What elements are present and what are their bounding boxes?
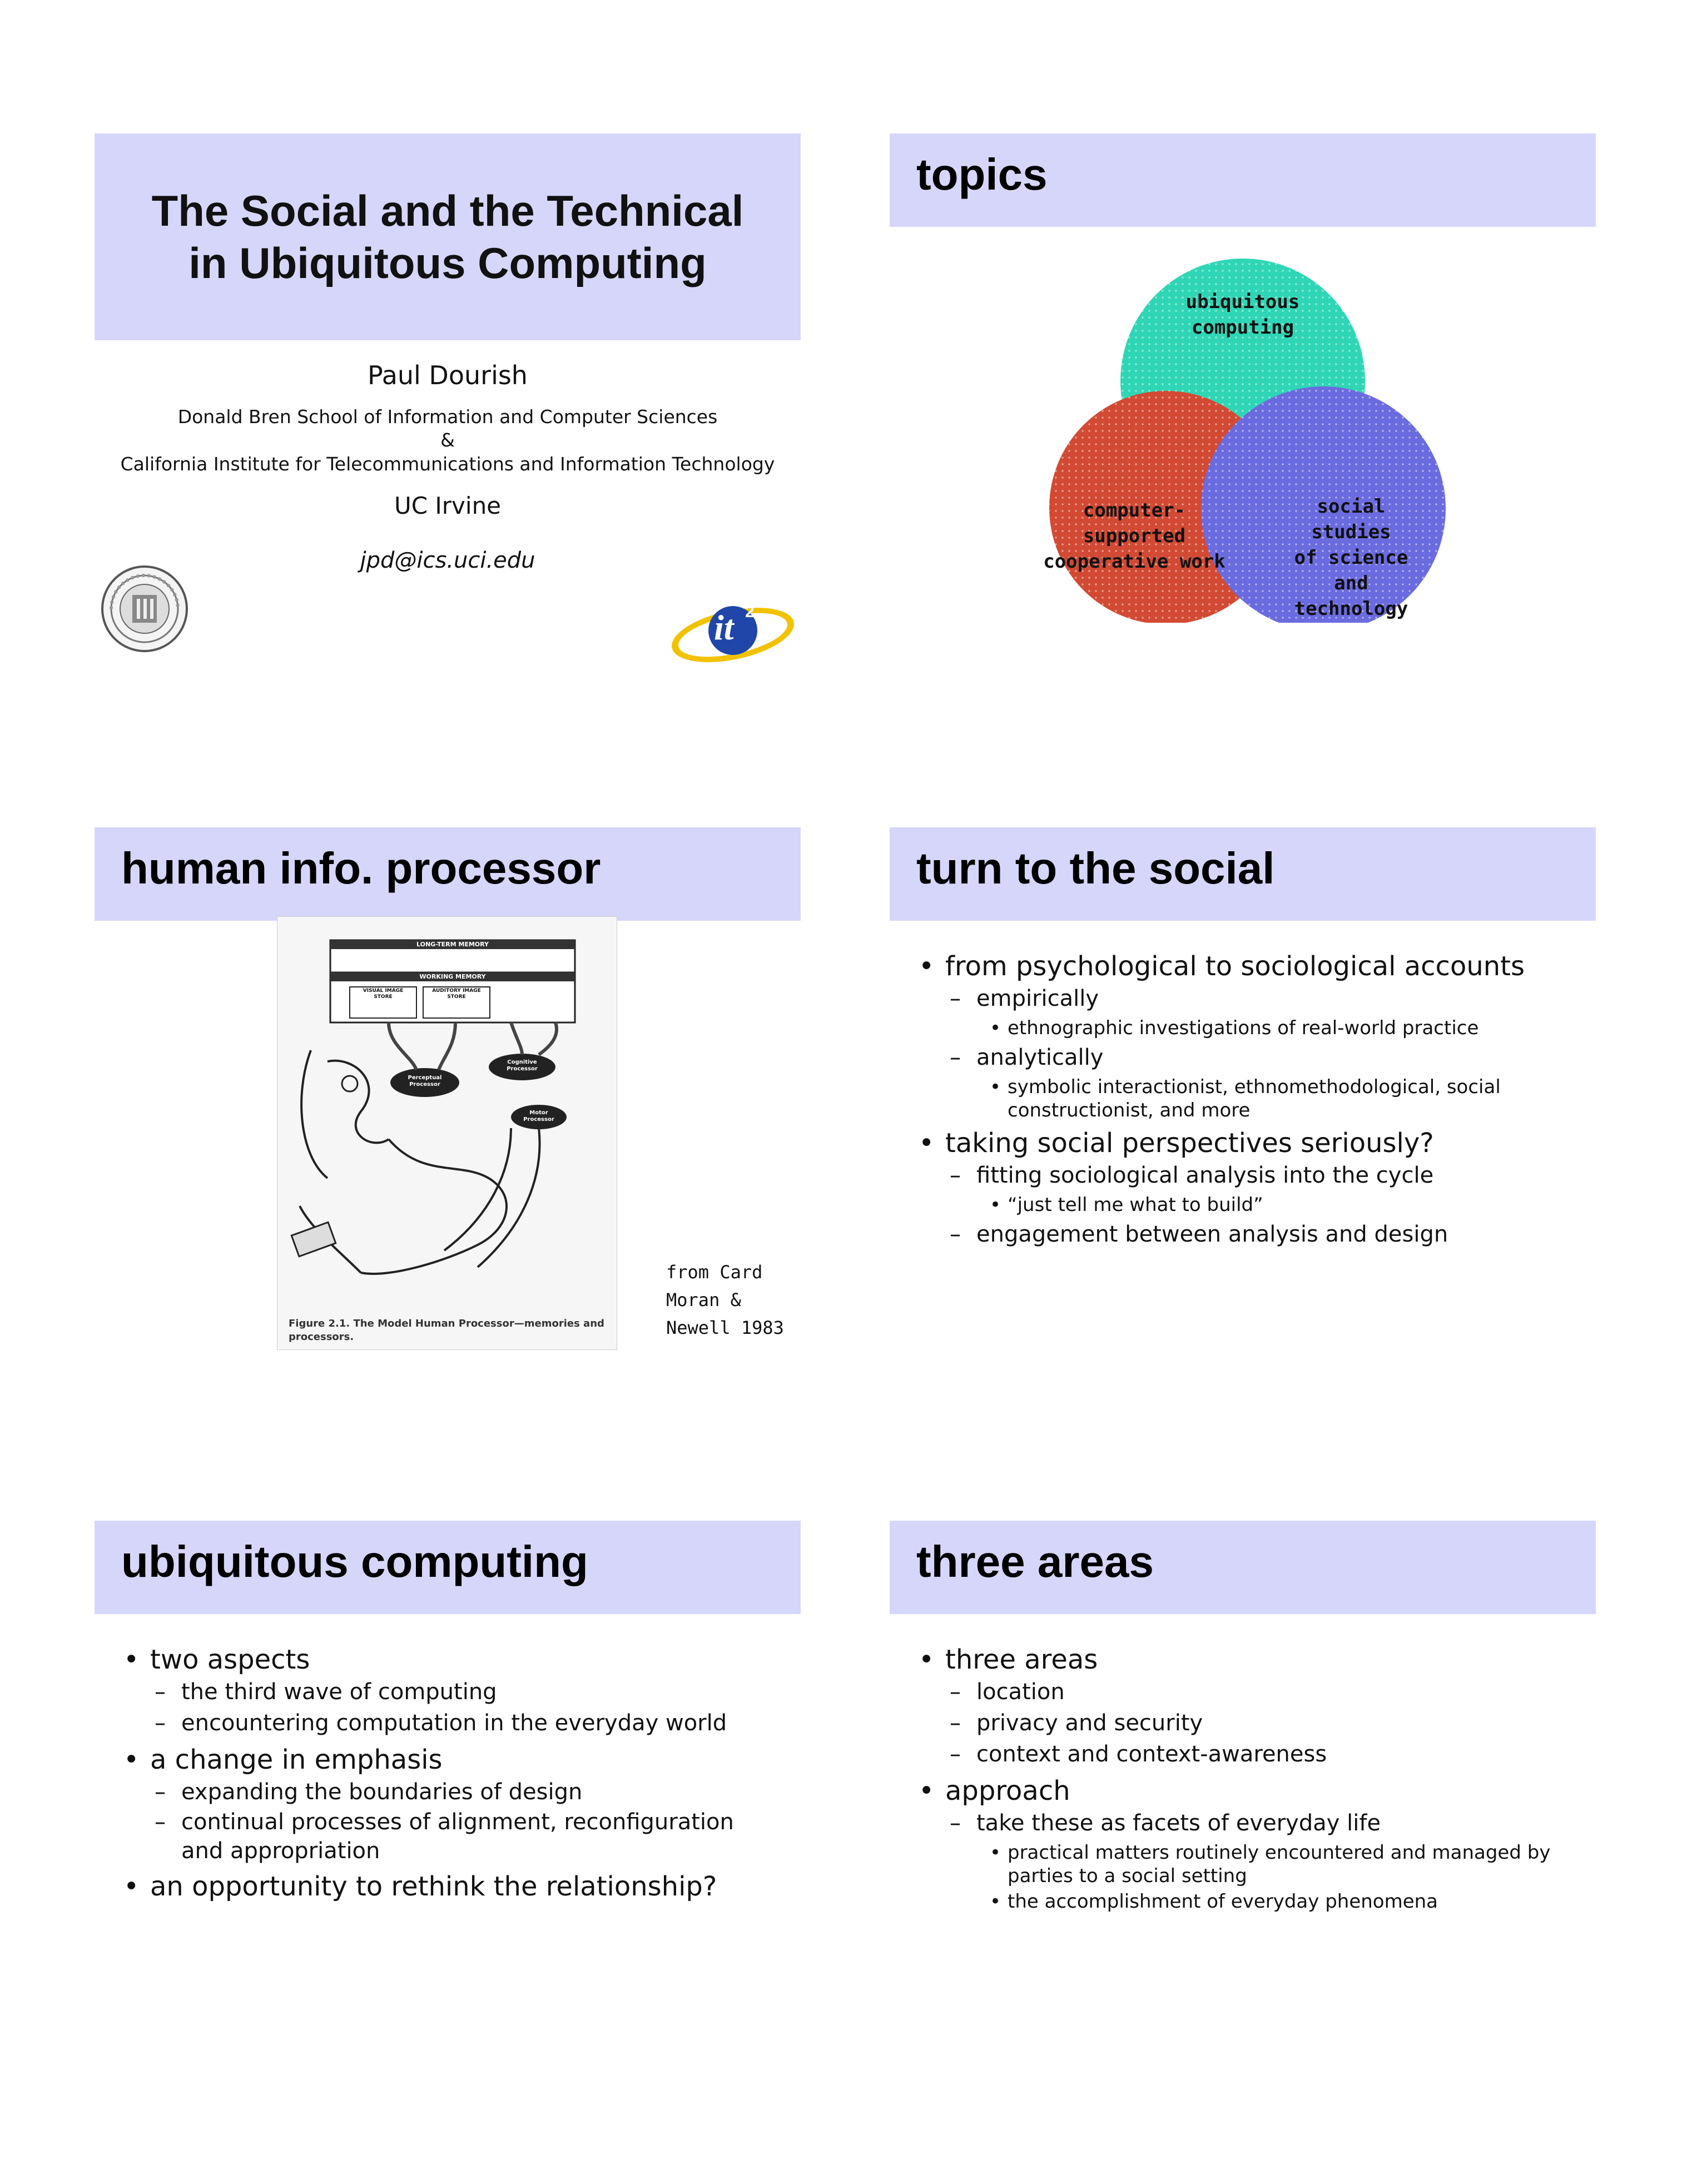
- list-item: three areas: [912, 1643, 1590, 1676]
- calit2-logo: it 2: [666, 595, 800, 667]
- motor-processor-label: Motor Processor: [523, 1110, 554, 1123]
- auditory-store-label: AUDITORY IMAGE STORE: [432, 988, 481, 1000]
- list-item: fitting sociological analysis into the c…: [912, 1160, 1590, 1191]
- topics-venn-diagram: [1049, 259, 1446, 623]
- ampersand: &: [440, 429, 455, 451]
- presentation-title: The Social and the Technical in Ubiquito…: [151, 186, 744, 287]
- email-address: jpd@ics.uci.edu: [360, 548, 535, 573]
- venn-label-cscw: computer-supported cooperative work: [1043, 499, 1225, 573]
- list-item: engagement between analysis and design: [912, 1219, 1590, 1250]
- wm-header: WORKING MEMORY: [419, 973, 486, 980]
- list-item: a change in emphasis: [117, 1743, 795, 1776]
- list-item: analytically: [912, 1042, 1590, 1073]
- slide-title-text: turn to the social: [916, 843, 1275, 893]
- list-item: context and context-awareness: [912, 1739, 1590, 1770]
- list-item: encountering computation in the everyday…: [117, 1708, 795, 1739]
- list-item: ethnographic investigations of real-worl…: [912, 1016, 1590, 1040]
- list-item: location: [912, 1676, 1590, 1708]
- list-item: approach: [912, 1774, 1590, 1808]
- bullet-list: two aspects the third wave of computing …: [117, 1639, 795, 1903]
- slide-header: ubiquitous computing: [95, 1521, 801, 1614]
- slide-human-info-processor: human info. processor LONG-TERM M: [95, 827, 801, 1383]
- university-name: UC Irvine: [394, 492, 502, 519]
- venn-label-sts: social studies of science and technology: [1294, 495, 1408, 620]
- list-item: taking social perspectives seriously?: [912, 1126, 1590, 1160]
- cognitive-processor-label: Cognitive Processor: [507, 1059, 538, 1072]
- list-item: the third wave of computing: [117, 1676, 795, 1708]
- title-banner: The Social and the Technical in Ubiquito…: [95, 133, 801, 340]
- list-item: two aspects: [117, 1643, 795, 1676]
- slide-title: The Social and the Technical in Ubiquito…: [95, 133, 801, 689]
- calit2-logo-text: it: [714, 608, 734, 647]
- list-item: “just tell me what to build”: [912, 1193, 1590, 1217]
- slide-title-text: topics: [916, 150, 1048, 199]
- slide-topics: topics ubiquitous computing computer-sup…: [890, 133, 1596, 689]
- list-item: take these as facets of everyday life: [912, 1808, 1590, 1839]
- list-item: symbolic interactionist, ethnomethodolog…: [912, 1075, 1590, 1122]
- slide-title-text: ubiquitous computing: [121, 1537, 588, 1586]
- slide-header: human info. processor: [95, 827, 801, 921]
- slide-three-areas: three areas three areas location privacy…: [890, 1521, 1596, 2077]
- bullet-list: three areas location privacy and securit…: [912, 1639, 1590, 1915]
- calit2-logo-superscript: 2: [745, 603, 755, 621]
- slide-title-text: three areas: [916, 1537, 1154, 1586]
- list-item: practical matters routinely encountered …: [912, 1841, 1590, 1888]
- figure-drawing: [290, 939, 576, 1275]
- list-item: the accomplishment of everyday phenomena: [912, 1890, 1590, 1913]
- slide-header: topics: [890, 133, 1596, 227]
- calit2-logo-swoosh-icon: [672, 606, 794, 662]
- visual-store-label: VISUAL IMAGE STORE: [363, 988, 404, 1000]
- slide-title-text: human info. processor: [121, 843, 601, 893]
- perceptual-processor-label: Perceptual Processor: [408, 1075, 442, 1088]
- slide-turn-to-social: turn to the social from psychological to…: [890, 827, 1596, 1383]
- author-name: Paul Dourish: [368, 360, 528, 390]
- bullet-list: from psychological to sociological accou…: [912, 945, 1590, 1250]
- figure-source: from Card Moran & Newell 1983: [666, 1262, 784, 1338]
- ltm-header: LONG-TERM MEMORY: [416, 941, 489, 948]
- slide-header: three areas: [890, 1521, 1596, 1614]
- affiliation-ics: Donald Bren School of Information and Co…: [177, 406, 718, 428]
- list-item: expanding the boundaries of design: [117, 1776, 795, 1808]
- list-item: continual processes of alignment, reconf…: [117, 1808, 795, 1865]
- university-seal-icon: [101, 565, 188, 652]
- model-human-processor-figure: LONG-TERM MEMORY WORKING MEMORY VISUAL I…: [277, 916, 617, 1350]
- slide-ubiquitous-computing: ubiquitous computing two aspects the thi…: [95, 1521, 801, 2077]
- figure-caption: Figure 2.1. The Model Human Processor—me…: [289, 1318, 604, 1343]
- slide-header: turn to the social: [890, 827, 1596, 921]
- list-item: an opportunity to rethink the relationsh…: [117, 1870, 795, 1903]
- venn-label-ubicomp: ubiquitous computing: [1185, 291, 1300, 339]
- list-item: from psychological to sociological accou…: [912, 950, 1590, 983]
- affiliation-calit2: California Institute for Telecommunicati…: [120, 453, 775, 475]
- list-item: empirically: [912, 983, 1590, 1014]
- list-item: privacy and security: [912, 1708, 1590, 1739]
